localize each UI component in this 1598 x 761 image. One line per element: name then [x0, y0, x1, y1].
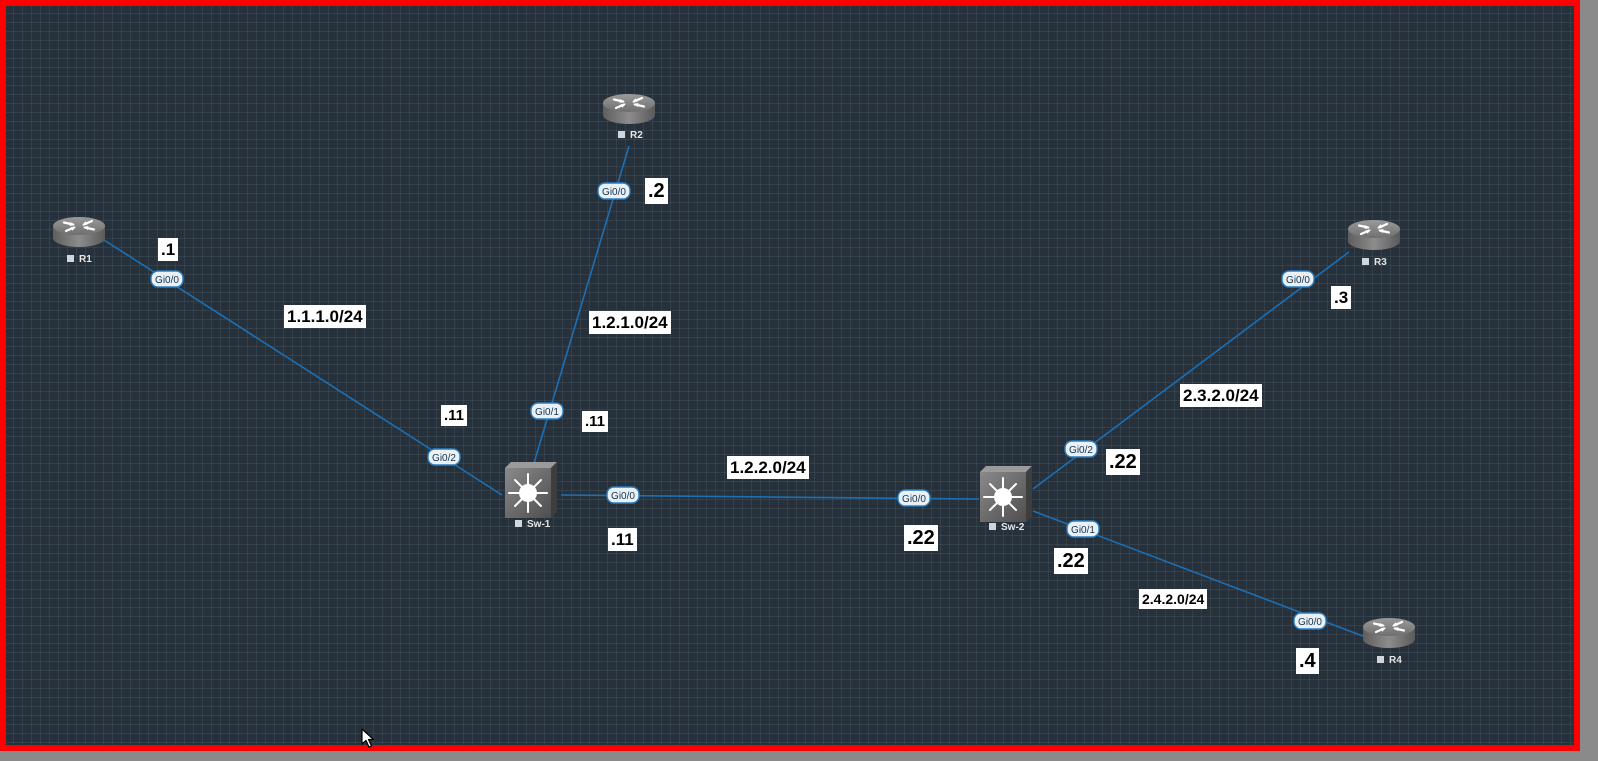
node-label: R3 [1374, 257, 1387, 268]
router-r4[interactable]: R4 [1361, 616, 1417, 666]
ip-label: .4 [1296, 648, 1319, 674]
switch-sw-2[interactable]: Sw-2 [979, 465, 1033, 533]
subnet-label: 2.3.2.0/24 [1180, 384, 1262, 407]
l3-switch-icon [504, 461, 558, 519]
ip-label: .22 [1106, 449, 1140, 475]
router-icon [51, 215, 107, 249]
node-label: Sw-2 [1001, 522, 1025, 533]
interface-r2-gi0-0[interactable]: Gi0/0 [597, 182, 631, 200]
interface-r3-gi0-0[interactable]: Gi0/0 [1281, 270, 1315, 288]
subnet-label: 2.4.2.0/24 [1139, 589, 1208, 609]
node-status-square [989, 523, 996, 530]
router-r1[interactable]: R1 [51, 215, 107, 265]
subnet-label: 1.1.1.0/24 [284, 305, 366, 328]
svg-text:Gi0/2: Gi0/2 [432, 453, 456, 464]
svg-text:Gi0/1: Gi0/1 [1071, 525, 1095, 536]
svg-text:Gi0/0: Gi0/0 [155, 275, 179, 286]
node-label: R2 [630, 130, 643, 141]
router-icon [1346, 218, 1402, 252]
node-label: Sw-1 [527, 519, 551, 530]
node-label: R1 [79, 254, 92, 265]
svg-text:Gi0/0: Gi0/0 [902, 494, 926, 505]
interface-sw2-gi0-2[interactable]: Gi0/2 [1064, 440, 1098, 458]
svg-text:Gi0/1: Gi0/1 [535, 407, 559, 418]
node-status-square [515, 520, 522, 527]
interface-sw2-gi0-1[interactable]: Gi0/1 [1066, 520, 1100, 538]
svg-text:Gi0/0: Gi0/0 [1286, 275, 1310, 286]
ip-label: .1 [158, 238, 179, 261]
node-label: R4 [1389, 655, 1402, 666]
switch-sw-1[interactable]: Sw-1 [504, 461, 558, 530]
svg-text:Gi0/0: Gi0/0 [611, 491, 635, 502]
router-r2[interactable]: R2 [601, 92, 657, 141]
ip-label: .22 [1054, 548, 1088, 574]
interface-sw1-gi0-1[interactable]: Gi0/1 [530, 402, 564, 420]
subnet-label: 1.2.2.0/24 [727, 456, 809, 479]
interface-r4-gi0-0[interactable]: Gi0/0 [1293, 612, 1327, 630]
ip-label: .22 [904, 525, 938, 551]
router-r3[interactable]: R3 [1346, 218, 1402, 268]
svg-text:Gi0/2: Gi0/2 [1069, 445, 1093, 456]
arrow-cursor-icon [361, 728, 375, 748]
svg-text:Gi0/0: Gi0/0 [1298, 617, 1322, 628]
l3-switch-icon [979, 465, 1033, 523]
interface-sw1-gi0-0[interactable]: Gi0/0 [606, 486, 640, 504]
interface-sw1-gi0-2[interactable]: Gi0/2 [427, 448, 461, 466]
topology-canvas[interactable] [0, 0, 1580, 751]
router-icon [1361, 616, 1417, 650]
ip-label: .11 [582, 411, 609, 432]
ip-label: .3 [1331, 286, 1352, 309]
ip-label: .11 [441, 405, 468, 426]
node-status-square [67, 255, 74, 262]
subnet-label: 1.2.1.0/24 [589, 311, 671, 334]
links [103, 145, 1369, 639]
node-status-square [1377, 656, 1384, 663]
interface-r1-gi0-0[interactable]: Gi0/0 [150, 270, 184, 288]
interface-sw2-gi0-0[interactable]: Gi0/0 [897, 489, 931, 507]
ip-label: .11 [608, 528, 637, 551]
ip-label: .2 [645, 178, 668, 204]
svg-text:Gi0/0: Gi0/0 [602, 187, 626, 198]
router-icon [601, 92, 657, 126]
node-status-square [1362, 258, 1369, 265]
node-status-square [618, 131, 625, 138]
